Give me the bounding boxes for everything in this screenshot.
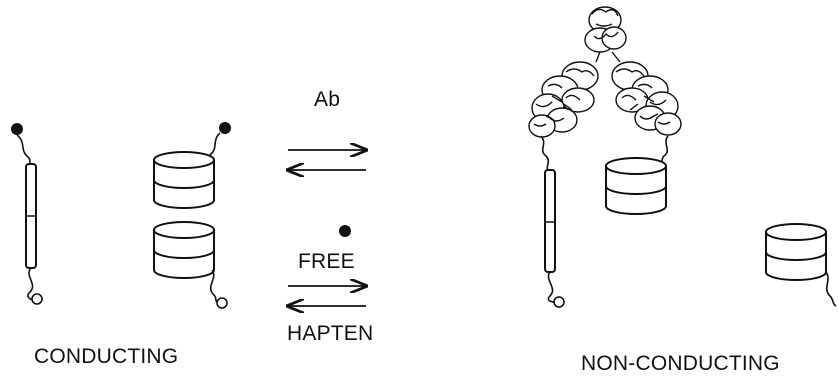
antibody-fab-right [611,61,682,136]
linear-channel-left [11,123,43,305]
cylinder-top [153,151,215,209]
dimer-channel-left [153,122,231,309]
free-label: FREE [298,250,355,273]
hapten-dot [11,123,23,135]
tether-wire [540,135,550,173]
tail-ring [216,297,228,309]
hapten-label: HAPTEN [287,322,374,345]
antibody-label: Ab [314,88,341,111]
antibody-fc-domain [584,6,627,63]
cylinder-bound [605,135,669,215]
hapten-dot [219,122,231,134]
tail-wire [27,267,35,301]
tail-wire [209,269,219,303]
conducting-label: CONDUCTING [34,345,179,368]
antibody [528,6,682,138]
free-hapten-dot [339,225,351,237]
tail-ring [31,293,43,305]
tail-wire [547,271,556,303]
equilibrium-arrows-bottom [288,286,366,306]
linear-channel-right [540,135,565,308]
non-conducting-label: NON-CONDUCTING [581,352,780,375]
antibody-fab-left [528,61,599,138]
tail-ring [553,296,565,308]
tail-wire [825,271,837,307]
equilibrium-arrows-top [288,150,366,170]
cylinder-free [765,223,837,307]
cylinder-bottom [153,221,215,279]
channel-bar [544,169,556,273]
